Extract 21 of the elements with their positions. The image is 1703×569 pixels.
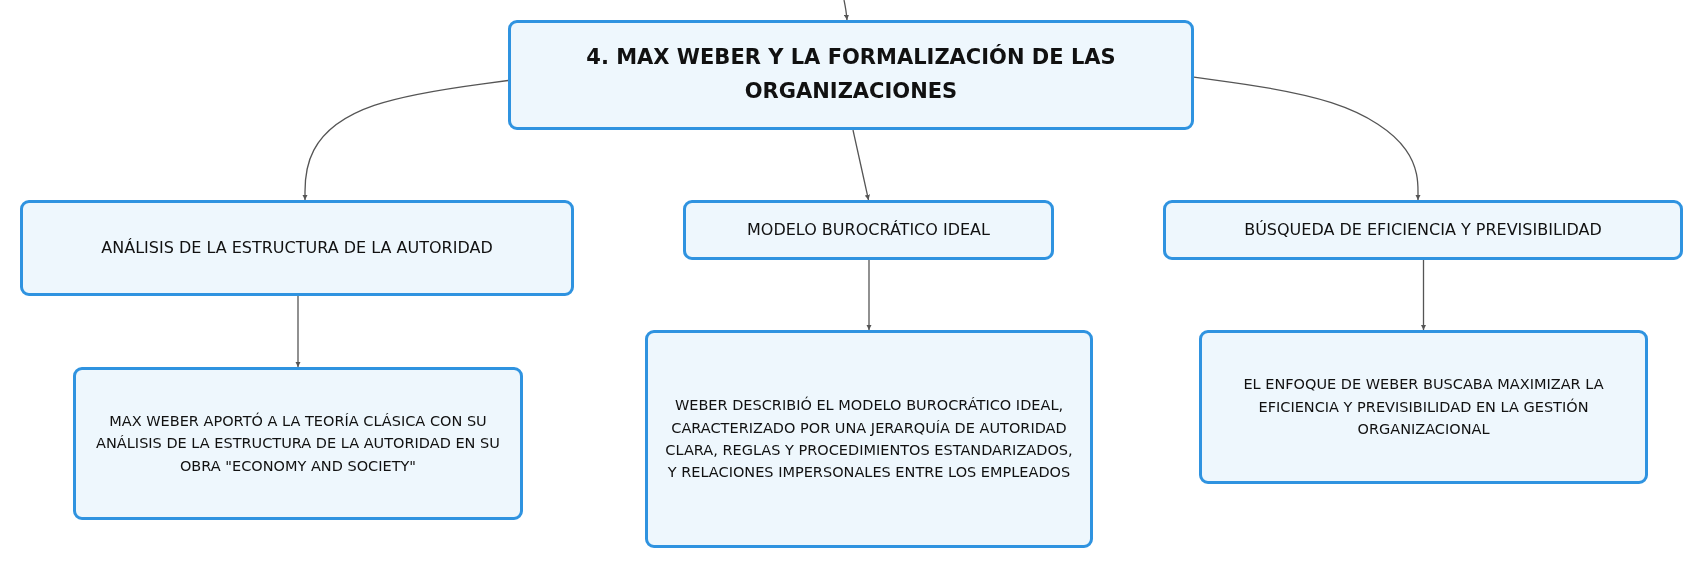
connector-arrow bbox=[843, 0, 850, 21]
connector-arrow bbox=[852, 129, 870, 201]
topic-box bbox=[1199, 330, 1648, 484]
topic-box bbox=[508, 20, 1194, 130]
topic-box bbox=[645, 330, 1093, 548]
topic-box bbox=[683, 200, 1054, 260]
topic-box bbox=[20, 200, 574, 296]
topic-box bbox=[1163, 200, 1683, 260]
topic-text: MAX WEBER APORTÓ A LA TEORÍA CLÁSICA CON SU ANÁLISIS DE LA ESTRUCTURA DE LA AUTORIDAD EN SU OBRA "ECONOMY AND SOCIETY" bbox=[95, 411, 501, 476]
connector-arrow bbox=[1193, 76, 1421, 201]
connector-arrow bbox=[302, 79, 509, 201]
topic-text: BÚSQUEDA DE EFICIENCIA Y PREVISIBILIDAD bbox=[1244, 218, 1602, 241]
topic-box bbox=[73, 367, 523, 520]
topic-text: WEBER DESCRIBIÓ EL MODELO BUROCRÁTICO IDEAL, CARACTERIZADO POR UNA JERARQUÍA DE AUTORIDAD CLARA, REGLAS Y PROCEDIMIENTOS ESTANDARIZADOS, Y RELACIONES IMPERSONALES ENTRE LOS EMPLEADOS bbox=[664, 395, 1074, 483]
connector-arrow bbox=[866, 259, 872, 331]
topic-text: ANÁLISIS DE LA ESTRUCTURA DE LA AUTORIDAD bbox=[101, 236, 493, 259]
topic-title: 4. MAX WEBER Y LA FORMALIZACIÓN DE LAS ORGANIZACIONES bbox=[585, 43, 1117, 105]
topic-text: MODELO BUROCRÁTICO IDEAL bbox=[747, 218, 990, 241]
connector-arrow bbox=[1420, 259, 1427, 331]
topic-text: EL ENFOQUE DE WEBER BUSCABA MAXIMIZAR LA EFICIENCIA Y PREVISIBILIDAD EN LA GESTIÓN ORGANIZACIONAL bbox=[1242, 375, 1605, 440]
connector-arrow bbox=[295, 295, 301, 368]
